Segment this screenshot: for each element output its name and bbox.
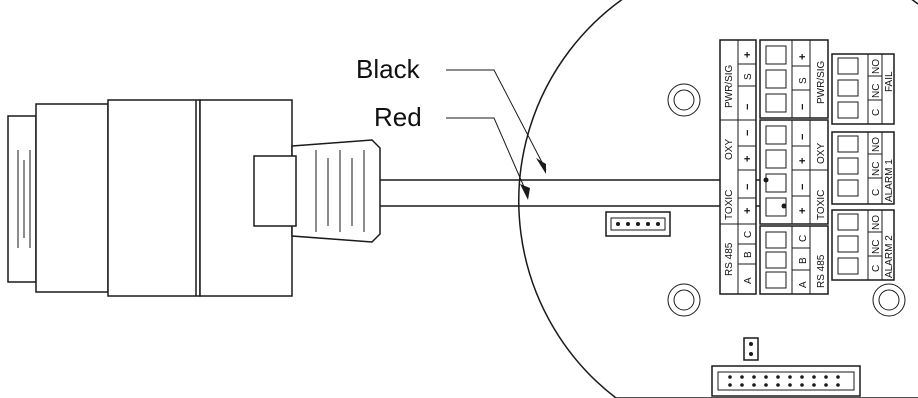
- ribbon-pin: [788, 383, 792, 387]
- red-label: Red: [374, 102, 422, 132]
- alarm2-c-label: C: [871, 265, 882, 272]
- ribbon-pin: [836, 375, 840, 379]
- relay-block-alarm2: NO NC C ALARM 2: [831, 209, 895, 281]
- jumper: [743, 337, 759, 361]
- fail-no-label: NO: [871, 59, 882, 74]
- ribbon-pin: [740, 383, 744, 387]
- left-rs485-a: A: [743, 277, 754, 284]
- left-pwr-s: S: [743, 73, 754, 80]
- ribbon-pin: [776, 383, 780, 387]
- ribbon-pin: [824, 383, 828, 387]
- alarm2-title: ALARM 2: [884, 235, 895, 278]
- alarm1-nc-label: NC: [871, 162, 882, 176]
- oxy-plus-label: +: [797, 158, 809, 164]
- alarm2-nc-label: NC: [871, 240, 882, 254]
- left-toxic-label: TOXIC: [724, 190, 735, 220]
- five-pin-header: [605, 211, 671, 237]
- left-toxic-plus: +: [742, 208, 754, 214]
- mounting-hole-bottom-right: [872, 283, 906, 317]
- ribbon-pin: [836, 383, 840, 387]
- ribbon-pin: [752, 375, 756, 379]
- alarm1-no-label: NO: [871, 137, 882, 152]
- rs485-title: RS 485: [816, 254, 827, 288]
- pwr-s-label: S: [798, 77, 809, 84]
- relay-block-alarm1: NO NC C ALARM 1: [831, 131, 895, 205]
- circuit-board: [518, 0, 918, 398]
- ribbon-pin: [824, 375, 828, 379]
- ribbon-pin: [812, 383, 816, 387]
- fail-nc-label: NC: [871, 84, 882, 98]
- ribbon-pin: [800, 383, 804, 387]
- toxic-minus-label: −: [797, 184, 809, 190]
- ribbon-pin: [800, 375, 804, 379]
- wire-terminations: [763, 177, 787, 209]
- left-rs485-label: RS 485: [724, 242, 735, 276]
- left-oxy-minus: −: [742, 130, 754, 136]
- ribbon-pin: [764, 375, 768, 379]
- ribbon-pin: [764, 383, 768, 387]
- toxic-plus-label: +: [797, 208, 809, 214]
- toxic-title: TOXIC: [816, 190, 827, 220]
- rs485-c-label: C: [798, 235, 809, 242]
- leader-lines: [446, 69, 547, 200]
- left-label-strip: PWR/SIG − S + OXY − + TOXIC − + RS 485 C…: [719, 39, 757, 295]
- left-oxy-label: OXY: [724, 139, 735, 160]
- rs485-a-label: A: [798, 281, 809, 288]
- oxy-minus-label: −: [797, 134, 809, 140]
- mounting-hole-bottom-left: [667, 283, 701, 317]
- terminal-block-pwr-sig: + S − PWR/SIG: [759, 39, 829, 119]
- ribbon-pin: [776, 375, 780, 379]
- fail-c-label: C: [871, 109, 882, 116]
- left-rs485-c: C: [743, 231, 754, 238]
- ribbon-pin: [728, 383, 732, 387]
- ribbon-pin: [812, 375, 816, 379]
- left-pwr-sig-label: PWR/SIG: [724, 64, 735, 108]
- ribbon-pin: [752, 383, 756, 387]
- pwr-minus-label: −: [797, 104, 809, 110]
- rs485-b-label: B: [798, 257, 809, 264]
- alarm2-no-label: NO: [871, 215, 882, 230]
- oxy-title: OXY: [816, 143, 827, 164]
- terminal-block-oxy-toxic: − + − + OXY TOXIC: [759, 119, 829, 225]
- left-pwr-plus: +: [742, 52, 754, 58]
- alarm1-c-label: C: [871, 189, 882, 196]
- ribbon-connector: [711, 365, 861, 397]
- black-arrowhead: [536, 158, 546, 174]
- pwr-sig-title: PWR/SIG: [816, 60, 827, 104]
- left-oxy-plus: +: [742, 156, 754, 162]
- ribbon-pin: [728, 375, 732, 379]
- ribbon-pin: [788, 375, 792, 379]
- left-rs485-b: B: [743, 251, 754, 258]
- red-arrowhead: [520, 184, 530, 200]
- fail-title: FAIL: [884, 71, 895, 92]
- left-pwr-minus: −: [742, 104, 754, 110]
- wires: [380, 179, 784, 207]
- ribbon-pin: [740, 375, 744, 379]
- pwr-plus-label: +: [797, 54, 809, 60]
- relay-block-fail: NO NC C FAIL: [831, 53, 895, 125]
- alarm1-title: ALARM 1: [884, 159, 895, 202]
- cable-connector: [7, 99, 381, 297]
- mounting-hole-top-left: [667, 83, 701, 117]
- black-label: Black: [356, 54, 421, 84]
- terminal-block-rs485: C B A RS 485: [759, 225, 829, 295]
- left-toxic-minus: −: [742, 184, 754, 190]
